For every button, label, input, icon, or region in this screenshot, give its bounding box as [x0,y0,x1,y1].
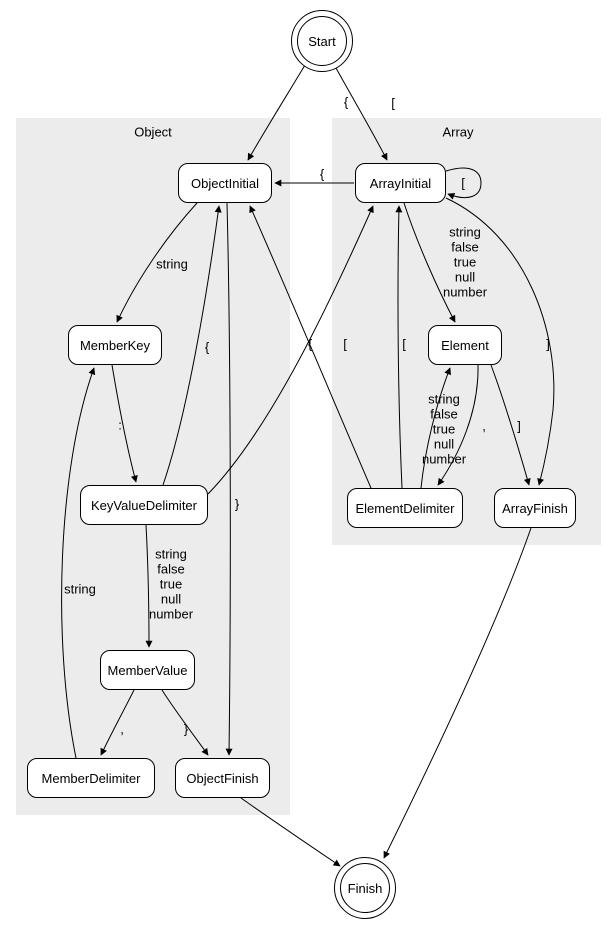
edge-objectinitial-to-memberkey [116,202,198,323]
edge-label-kvd-to-array: [ [343,336,347,352]
edge-label-array-to-element: string false true null number [442,224,488,300]
edge-elementdelimiter-to-arrayinitial [395,205,403,489]
edge-label-array-self: [ [461,175,465,191]
node-start: Start [291,10,353,72]
edge-label-object-to-memberkey: string [156,256,188,272]
edge-arrayinitial-to-element [403,202,456,323]
edge-arrayfinish-to-finish [383,527,532,859]
edge-label-membervalue-to-objectfinish: } [183,721,189,737]
edge-keyvaluedelimiter-to-arrayinitial [207,205,374,495]
edge-label-kvd-to-object: { [204,339,210,355]
edge-elementdelimiter-to-element [420,367,451,489]
edge-label-elementdelimiter-to-object: { [307,336,313,352]
node-membervalue: MemberValue [100,650,195,690]
node-memberdelimiter: MemberDelimiter [27,758,155,798]
object-cluster [16,118,290,815]
edge-elementdelimiter-to-objectinitial [249,205,372,489]
edge-element-to-elementdelimiter [437,364,479,486]
edge-label-elementdelimiter-to-element: string false true null number [421,391,467,467]
node-keyvaluedelimiter: KeyValueDelimiter [80,485,208,525]
node-element: Element [428,325,502,365]
edge-label-memberdelimiter-to-memberkey: string [64,581,96,597]
edge-label-element-to-elementdelimiter: , [482,418,486,434]
edge-start-to-arrayinitial [335,67,388,161]
node-objectfinish: ObjectFinish [175,758,270,798]
edge-label-element-to-arrayfinish: ] [517,418,521,434]
edge-label-array-to-arrayfinish: ] [546,336,550,352]
node-start-label: Start [297,16,347,66]
edge-label-memberkey-to-kvd: : [118,417,122,433]
array-cluster-label: Array [442,124,474,140]
node-arrayinitial: ArrayInitial [355,163,446,203]
edge-membervalue-to-objectfinish [161,689,209,756]
edge-memberkey-to-keyvaluedelimiter [111,364,138,483]
edge-memberdelimiter-to-memberkey [61,367,96,759]
node-finish: Finish [334,857,396,919]
edge-start-to-objectinitial [247,64,306,161]
edge-objectfinish-to-finish [240,797,341,867]
edge-membervalue-to-memberdelimiter [100,689,135,756]
edge-keyvaluedelimiter-to-objectinitial [162,205,222,486]
node-memberkey: MemberKey [68,325,162,365]
edge-label-array-to-object: { [319,166,325,182]
object-cluster-label: Object [134,124,172,140]
edge-label-elementdelimiter-to-array: [ [402,336,406,352]
node-elementdelimiter: ElementDelimiter [347,488,463,528]
node-arrayfinish: ArrayFinish [494,488,576,528]
edge-arrayinitial-self-loop [445,167,482,200]
edge-label-start-array: [ [391,95,395,111]
edge-label-start-object: { [343,94,349,110]
edge-keyvaluedelimiter-to-membervalue [145,524,153,648]
edge-label-object-to-objectfinish: } [234,496,240,512]
edge-arrayinitial-to-arrayfinish [445,197,555,486]
edge-element-to-arrayfinish [490,364,531,486]
edge-objectinitial-to-objectfinish [225,202,233,756]
node-finish-label: Finish [340,863,390,913]
edge-label-membervalue-to-memberdelimiter: , [120,721,124,737]
edge-label-kvd-to-membervalue: string false true null number [148,546,194,622]
node-objectinitial: ObjectInitial [178,163,272,203]
